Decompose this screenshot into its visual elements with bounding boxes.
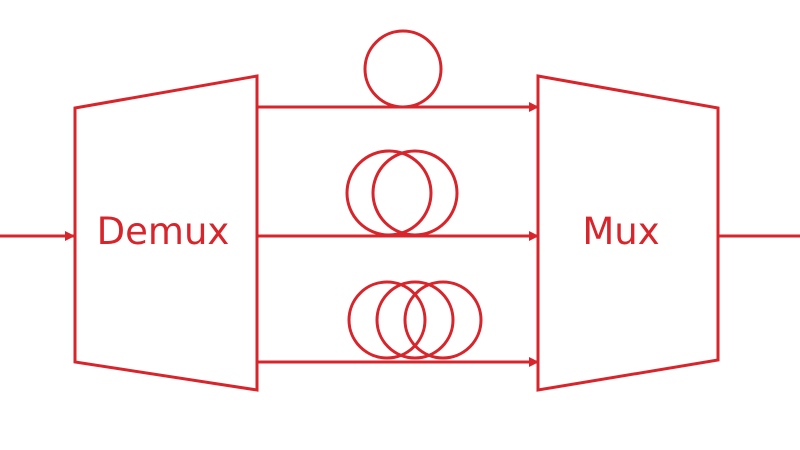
mux-label: Mux <box>582 210 659 253</box>
mux-block <box>536 74 720 392</box>
fiber-loop <box>375 280 455 360</box>
fiber-loop <box>347 280 427 360</box>
demux-block <box>73 74 259 392</box>
fiber-loop <box>363 29 443 109</box>
delay-loops-channel-1 <box>363 29 443 109</box>
fiber-loop <box>345 149 433 237</box>
demux-label: Demux <box>97 210 230 253</box>
delay-loops-channel-2 <box>345 149 459 237</box>
fiber-loop <box>371 149 459 237</box>
delay-loops-channel-3 <box>347 280 483 360</box>
fiber-loop <box>403 280 483 360</box>
